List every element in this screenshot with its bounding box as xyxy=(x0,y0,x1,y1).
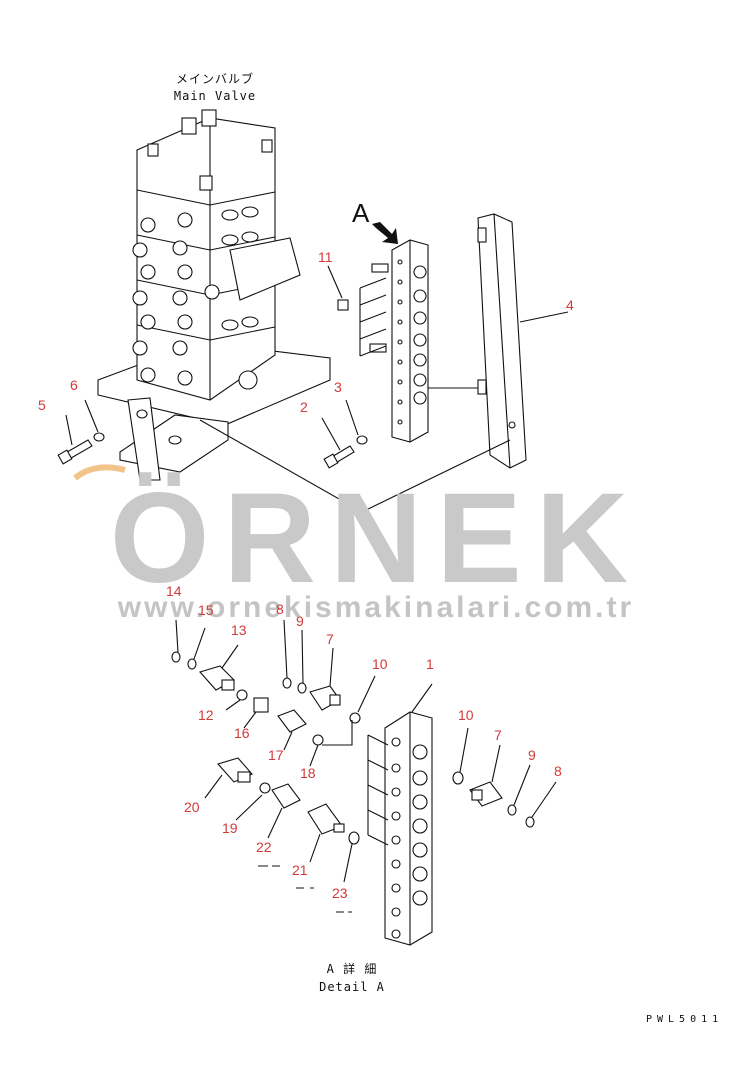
manifold-block-lower xyxy=(384,711,433,946)
part-number: 21 xyxy=(292,862,308,878)
manifold-block-upper xyxy=(369,239,429,443)
bolt-5 xyxy=(57,439,93,465)
o-ring-15 xyxy=(187,658,197,670)
drawing-ref: PWL5011 xyxy=(646,1014,723,1025)
part-numbers-lower: 14 15 13 12 16 17 18 8 9 7 10 1 10 7 9 8… xyxy=(166,583,562,901)
o-ring-19 xyxy=(259,782,271,794)
part-number: 9 xyxy=(296,613,304,629)
part-number: 18 xyxy=(300,765,316,781)
plug-17 xyxy=(277,709,307,733)
part-number: 20 xyxy=(184,799,200,815)
part-number: 22 xyxy=(256,839,272,855)
main-valve-title-en: Main Valve xyxy=(174,89,256,103)
fitting-13 xyxy=(199,665,235,691)
watermark-url: www.ornekismakinalari.com.tr xyxy=(117,591,634,624)
part-number: 5 xyxy=(38,397,46,413)
screw-11 xyxy=(337,299,349,311)
part-number: 23 xyxy=(332,885,348,901)
main-valve-assembly xyxy=(97,109,331,481)
o-ring-10-right xyxy=(452,771,464,785)
part-number: 19 xyxy=(222,820,238,836)
part-number: 17 xyxy=(268,747,284,763)
part-number: 11 xyxy=(318,249,333,265)
watermark: ÖRNEK www.ornekismakinalari.com.tr xyxy=(73,464,642,624)
part-number: 7 xyxy=(326,631,334,647)
fitting-20 xyxy=(217,757,253,783)
part-number: 1 xyxy=(426,656,434,672)
main-valve-title-jp: メインバルブ xyxy=(176,71,254,86)
part-number: 9 xyxy=(528,747,536,763)
part-number: 8 xyxy=(554,763,562,779)
washer-3 xyxy=(356,435,368,445)
o-ring-14 xyxy=(171,651,181,663)
detail-title-jp: A 詳 細 xyxy=(327,961,378,976)
part-number: 12 xyxy=(198,707,214,723)
o-ring-8-left xyxy=(282,677,292,689)
part-number: 6 xyxy=(70,377,78,393)
part-number: 4 xyxy=(566,297,574,313)
plug-21 xyxy=(307,803,345,835)
part-number: 13 xyxy=(231,622,247,638)
washer-6 xyxy=(93,432,105,442)
watermark-brand: ÖRNEK xyxy=(110,467,642,610)
view-letter-a: A xyxy=(352,198,370,228)
part-numbers-upper: 11 4 3 2 6 5 xyxy=(38,249,574,415)
detail-title-en: Detail A xyxy=(319,980,385,994)
part-number: 8 xyxy=(276,601,284,617)
part-number: 2 xyxy=(300,399,308,415)
view-arrow-icon xyxy=(372,222,398,244)
plug-16 xyxy=(253,697,269,713)
watermark-arc-icon xyxy=(73,464,126,481)
o-ring-9-left xyxy=(297,682,307,694)
plug-22 xyxy=(271,783,301,809)
part-number: 14 xyxy=(166,583,182,599)
part-number: 7 xyxy=(494,727,502,743)
part-number: 3 xyxy=(334,379,342,395)
fitting-7-right xyxy=(469,781,503,807)
o-ring-9-right xyxy=(507,804,517,816)
bracket-4 xyxy=(477,213,527,469)
part-number: 10 xyxy=(458,707,474,723)
bolt-2 xyxy=(323,445,355,469)
o-ring-23 xyxy=(348,831,360,845)
part-number: 16 xyxy=(234,725,250,741)
o-ring-8-right xyxy=(525,816,535,828)
o-ring-12 xyxy=(236,689,248,701)
o-ring-18 xyxy=(312,734,324,746)
fitting-7-left xyxy=(309,685,341,711)
part-number: 10 xyxy=(372,656,388,672)
part-number: 15 xyxy=(198,602,214,618)
